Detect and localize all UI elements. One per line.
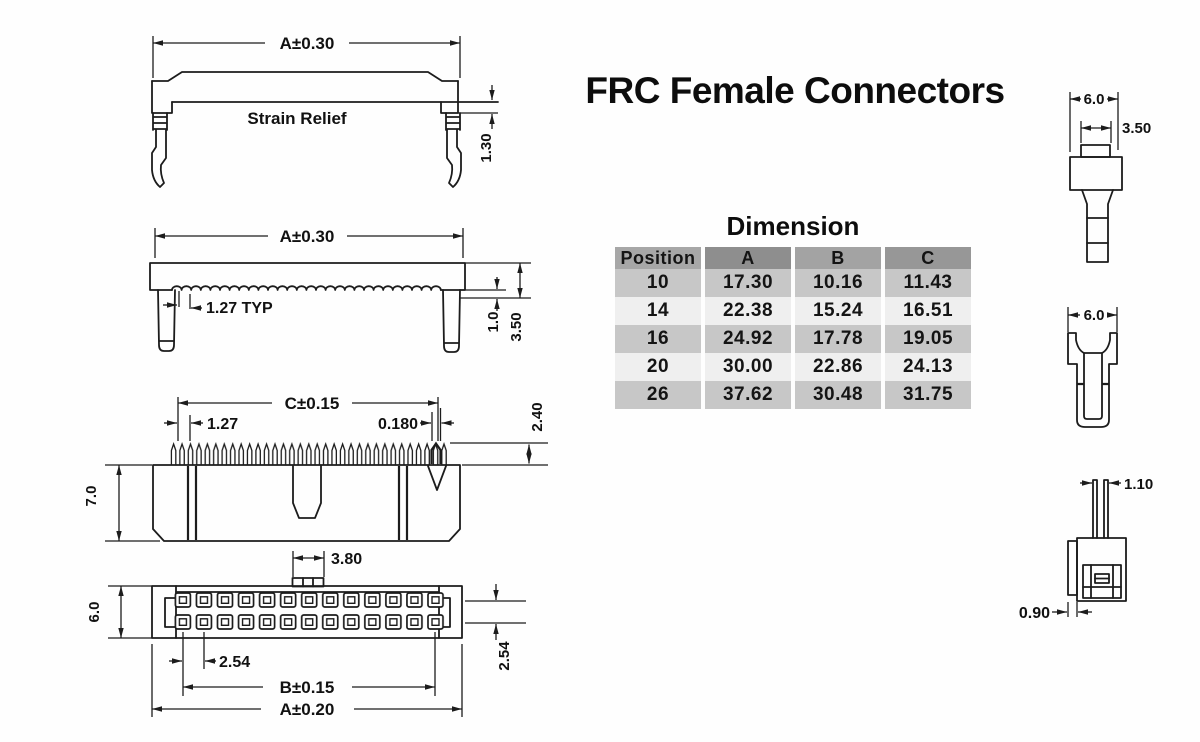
dim-label-thickness: 1.0 [485,312,502,333]
connector-side-view-drawing: 6.0 3.50 [1069,91,1151,263]
page-title: FRC Female Connectors [585,70,1005,111]
dim-label-key-width: 3.80 [331,551,362,568]
dim-label-height: 3.50 [508,312,525,341]
strain-relief-label: Strain Relief [247,109,347,128]
dim-label-width: 6.0 [1084,307,1105,324]
dim-label-body-height: 7.0 [83,486,100,507]
dim-label-height: 1.30 [478,133,495,162]
table-cell: 37.62 [705,381,791,409]
header-section-view-drawing: C±0.15 1.27 0.180 2.40 7.0 [83,394,548,542]
table-cell: 31.75 [885,381,971,409]
dim-label-tab-width: 3.50 [1122,120,1151,137]
pitch-dimension: 1.27 TYP [163,291,273,317]
table-cell: 26 [615,381,701,409]
contact-width-dimension: 0.180 [378,408,454,441]
dim-label-width: A±0.30 [280,227,335,246]
dim-label-pitch: 1.27 TYP [206,300,273,317]
dim-label-row-pitch: 2.54 [496,641,513,671]
table-cell: 16 [615,325,701,353]
part-outline [152,441,461,542]
table-cell: 20 [615,353,701,381]
width-dimension: C±0.15 [177,394,439,441]
table-cell: 22.86 [795,353,881,381]
width-dimension: A±0.30 [152,34,461,78]
part-outline [1067,479,1127,602]
key-width-dimension: 3.80 [292,551,362,577]
dim-label-pin: 1.10 [1124,476,1153,493]
dim-label-pitch: 1.27 [207,416,238,433]
table-cell: 10.16 [795,269,881,297]
height-dimension: 1.30 [478,85,495,163]
strain-relief-front-view-drawing: A±0.30 Strain Relief 1.30 [151,34,499,188]
dim-label-width: C±0.15 [285,394,340,413]
part-outline [151,577,463,639]
width-dimension: 6.0 [1069,91,1119,152]
contact-grid [172,592,447,631]
inner-width-dimension: B±0.15 [183,632,436,697]
dim-label-width: A±0.30 [280,34,335,53]
table-cell: 17.78 [795,325,881,353]
latch-side-view-drawing: 6.0 [1067,307,1118,428]
dim-label-body-height: 6.0 [86,602,103,623]
pitch-dimension: 2.54 [169,632,250,696]
part-outline [149,262,466,353]
table-cell: 15.24 [795,297,881,325]
pin-dimension: 1.10 [1080,476,1153,493]
table-grid: Position A B C 10 17.30 10.16 11.43 14 2… [615,247,971,409]
dim-label-contact-width: 0.180 [378,416,418,433]
contact-height-dimension: 2.40 [450,402,548,466]
body-height-dimension: 7.0 [83,464,160,542]
tab-width-dimension: 3.50 [1080,120,1151,143]
strain-relief-side-view-drawing: A±0.30 1.27 TYP 1.0 3.50 [149,227,531,353]
column-header-c: C [885,247,971,269]
table-cell: 24.92 [705,325,791,353]
table-title: Dimension [726,211,860,241]
part-outline [1067,332,1118,428]
table-cell: 30.48 [795,381,881,409]
width-dimension: A±0.30 [154,227,464,258]
table-cell: 16.51 [885,297,971,325]
height-dimensions: 1.0 3.50 [459,262,531,342]
contact-side-view-drawing: 1.10 0.90 [1019,476,1153,622]
dim-label-inner-width: B±0.15 [280,678,335,697]
dimension-table: Dimension Position A B C 10 17.30 10.16 … [615,211,971,409]
table-cell: 30.00 [705,353,791,381]
table-cell: 19.05 [885,325,971,353]
column-header-a: A [705,247,791,269]
dim-label-width: 6.0 [1084,91,1105,108]
outer-width-dimension: A±0.20 [151,644,463,719]
body-height-dimension: 6.0 [86,585,152,639]
dim-label-contact-height: 2.40 [529,402,546,431]
table-cell: 14 [615,297,701,325]
dim-label-pitch: 2.54 [219,654,250,671]
part-outline [1069,144,1123,263]
pitch-dimension: 1.27 [164,415,238,441]
connector-front-view-drawing: 3.80 6.0 2.54 B±0.15 A±0.20 [86,551,526,719]
table-cell: 22.38 [705,297,791,325]
dim-label-base: 0.90 [1019,605,1050,622]
width-dimension: 6.0 [1067,307,1118,332]
row-pitch-dimension: 2.54 [465,584,526,671]
table-cell: 17.30 [705,269,791,297]
column-header-position: Position [615,247,701,269]
table-cell: 24.13 [885,353,971,381]
dim-label-outer-width: A±0.20 [280,700,335,719]
table-cell: 11.43 [885,269,971,297]
table-cell: 10 [615,269,701,297]
base-dimension: 0.90 [1019,602,1092,622]
part-outline [151,71,499,188]
column-header-b: B [795,247,881,269]
